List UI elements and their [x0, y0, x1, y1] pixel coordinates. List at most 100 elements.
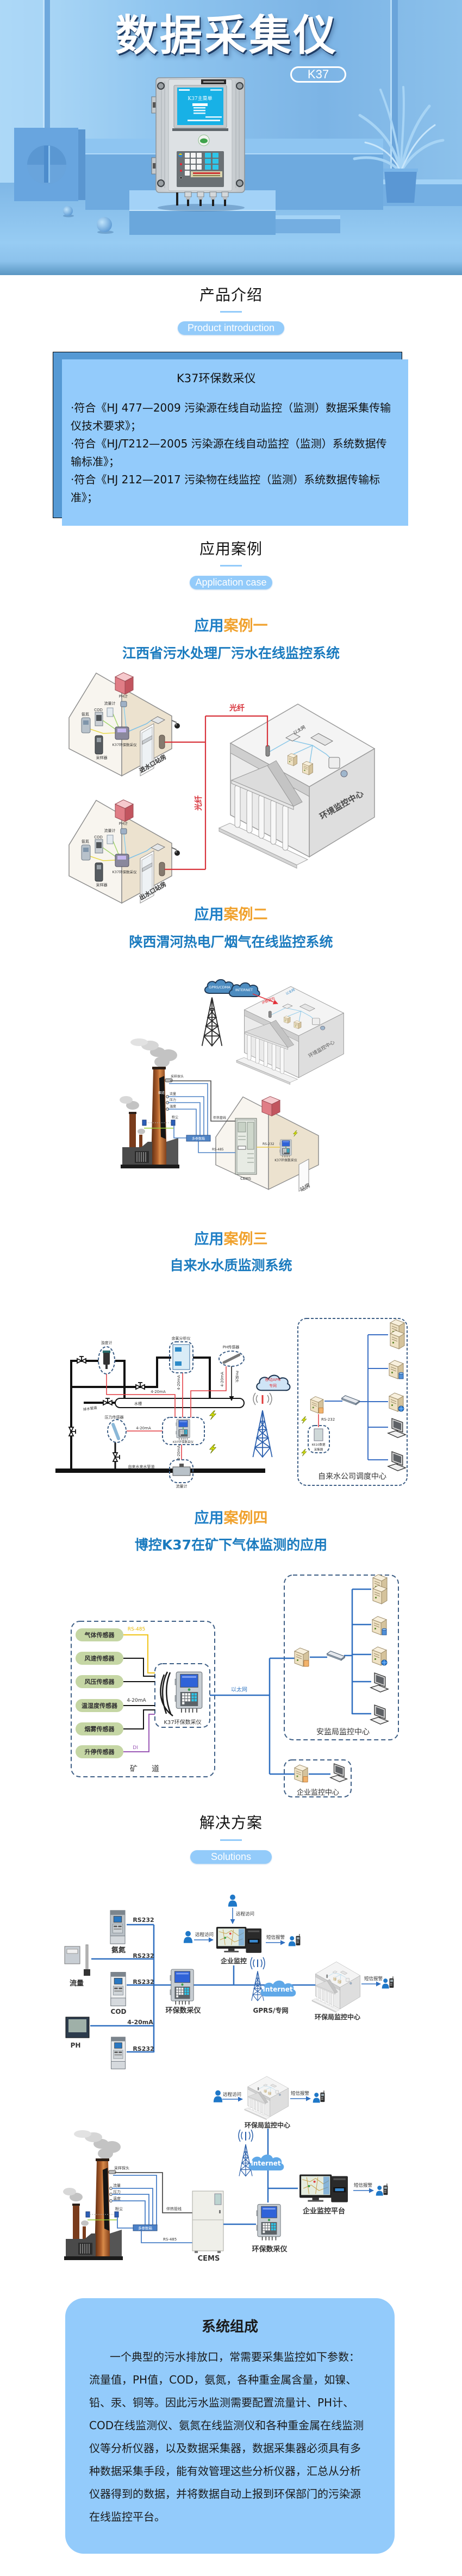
- wireless-icon: [209, 1410, 216, 1420]
- label-device: K37环保数采仪: [112, 869, 137, 874]
- factory-chimney-icon: [63, 2130, 123, 2261]
- label-sms-alarm: 短信报警: [266, 1934, 285, 1940]
- fiber-links: [165, 715, 269, 870]
- label-cod: COD: [94, 835, 103, 839]
- water-pipes: [55, 1357, 265, 1473]
- flow-meter-icon: [64, 1944, 90, 1976]
- svg-text:温湿度传感器: 温湿度传感器: [82, 1702, 118, 1709]
- label-epb-center: 环保局监控中心: [315, 2013, 360, 2021]
- arrows: [194, 1908, 381, 1987]
- label-dispatch-center: 自来水公司调度中心: [318, 1472, 386, 1481]
- signal-lines: [112, 2172, 192, 2243]
- svg-text:气体传感器: 气体传感器: [84, 1631, 115, 1639]
- server-rack-icon: [373, 1575, 387, 1604]
- case-1-diagram: PH计 流量计 COD 氨氮 K37环保数采仪 采样器 进水口站房 PH计 流量…: [68, 672, 380, 904]
- signal-lines: [106, 1366, 227, 1460]
- solution-diagram-flue-gas: 多参数箱 采样探头 流量 压力 温度 粉尘 伴热管线 RS-485 CEMS 环…: [63, 2074, 389, 2263]
- label-cloud: 移动APN: [265, 1377, 280, 1382]
- epb-center-building-icon: [245, 2076, 289, 2120]
- case-2-diagram: GPRS/CDMA INTERNET IP数据包 以太网 环境监控中心 多参数箱…: [120, 979, 351, 1193]
- label-device: 环保数采仪: [165, 2006, 201, 2015]
- label-multi-box: 多参数箱: [138, 2226, 153, 2231]
- chlorine-analyzer-icon: [172, 1344, 190, 1370]
- label-temperature: 温度: [170, 1104, 176, 1109]
- label-flow: 流量: [170, 1092, 176, 1096]
- label-ammonia: 氨氮: [82, 839, 89, 844]
- sensor-item: 风压传感器: [76, 1675, 123, 1688]
- case-4-subtitle: 博控K37在矿下气体监测的应用: [134, 1537, 328, 1553]
- wireless-icon: [209, 1444, 216, 1454]
- wireless-icon: [301, 1449, 307, 1457]
- label-heat-line: 伴热管线: [213, 1116, 226, 1120]
- case-title-prefix: 应用: [194, 1510, 224, 1527]
- section-title-solutions: 解决方案: [199, 1814, 263, 1832]
- solution-diagram-wastewater: 氨氮 流量 COD PH RS232 RS232 RS232 4-20mA RS…: [64, 1894, 395, 2069]
- section-title-intro: 产品介绍: [199, 286, 263, 304]
- standard-item: ·符合《HJ/T212—2005 污染源在线自动监控（监测）系统数据传输标准》；: [71, 437, 387, 468]
- ph-sensor-icon: [222, 1353, 241, 1364]
- wireless-icon: [301, 1416, 307, 1424]
- label-collector: K610数据: [311, 1442, 326, 1447]
- ip-packet-arrow: [252, 993, 278, 1005]
- label-flow-meter: 流量计: [104, 701, 116, 706]
- section-divider: [220, 1839, 242, 1841]
- water-tank: [115, 1398, 245, 1408]
- label-current: 4-20mA: [177, 1445, 181, 1460]
- standard-item: ·符合《HJ 212—2017 污染物在线监控（监测）系统数据传输标准》；: [71, 473, 380, 504]
- decor-balls: [63, 206, 114, 234]
- case-title-prefix: 应用: [194, 1231, 224, 1248]
- k37-device-icon: [170, 1969, 194, 2005]
- computer-icon: [387, 1418, 407, 1439]
- label-cems: CEMS: [198, 2255, 220, 2263]
- label-pressure: 压力: [113, 2189, 121, 2194]
- computer-icon: [387, 1451, 407, 1472]
- label-internet: Internet: [263, 1986, 292, 1993]
- label-epb-center: 环保局监控中心: [245, 2121, 290, 2129]
- label-remote-access: 远程访问: [223, 2092, 241, 2098]
- label-current: 4-20mA: [127, 1698, 146, 1703]
- k37-device-icon: [279, 1139, 292, 1158]
- server-icon: [295, 1765, 308, 1782]
- case-1-title: 应用案例一: [0, 618, 462, 635]
- arrows: [222, 2096, 374, 2193]
- label-flow: 流量: [70, 1979, 84, 1988]
- label-rs232: RS-232: [263, 1142, 274, 1146]
- signal-tower-icon: [239, 2144, 253, 2177]
- label-sms-alarm: 短信报警: [364, 1976, 383, 1982]
- label-device: K37环保数采仪: [173, 1440, 194, 1444]
- cod-analyzer-icon: [110, 1972, 126, 2006]
- label-flow: 流量: [113, 2183, 121, 2188]
- label-network: GPRS/专网: [253, 2006, 289, 2014]
- label-rs485: RS-485: [163, 2237, 177, 2242]
- label-rs232: RS232: [133, 2045, 154, 2052]
- label-temperature: 温度: [113, 2196, 121, 2201]
- label-ph-meter: PH计: [119, 821, 128, 826]
- sensor-item: 升停传感器: [76, 1745, 123, 1758]
- label-dust: 粉尘: [115, 2206, 123, 2211]
- label-current: 4-20mA: [220, 1372, 224, 1387]
- label-rs232: RS232: [133, 1952, 154, 1959]
- label-current: 4-20mA: [151, 1390, 166, 1394]
- flow-meter-icon: [172, 1464, 191, 1476]
- model-badge-label: K37: [307, 67, 329, 81]
- signal-tower-icon: [201, 997, 223, 1047]
- computer-icon: [329, 1763, 348, 1783]
- section-divider: [220, 565, 242, 567]
- section-title-cases: 应用案例: [199, 540, 263, 558]
- computer-icon: [370, 1704, 389, 1725]
- case-title-suffix: 案例四: [223, 1510, 268, 1527]
- label-sampler: 采样器: [96, 755, 108, 760]
- case-3-title: 应用案例三: [0, 1231, 462, 1248]
- system-title: 系统组成: [201, 2319, 258, 2335]
- cable-bundle: [160, 1671, 173, 1716]
- label-main-pipe: 自来水来水管道: [128, 1464, 155, 1469]
- label-device: K37环保数采仪: [164, 1719, 201, 1726]
- signal-waves-icon: [238, 2129, 253, 2142]
- svg-text:风速传感器: 风速传感器: [85, 1654, 115, 1662]
- computer-icon: [370, 1672, 389, 1693]
- hero-title: 数据采集仪: [115, 11, 338, 60]
- label-current: 4-20mA: [177, 1375, 181, 1390]
- label-probe: 采样探头: [171, 1074, 184, 1079]
- system-description: 一个典型的污水排放口，常需要采集监控如下参数：流量值，PH值，COD，氨氮，各种…: [89, 2350, 364, 2523]
- workstation-icon: [216, 1926, 262, 1953]
